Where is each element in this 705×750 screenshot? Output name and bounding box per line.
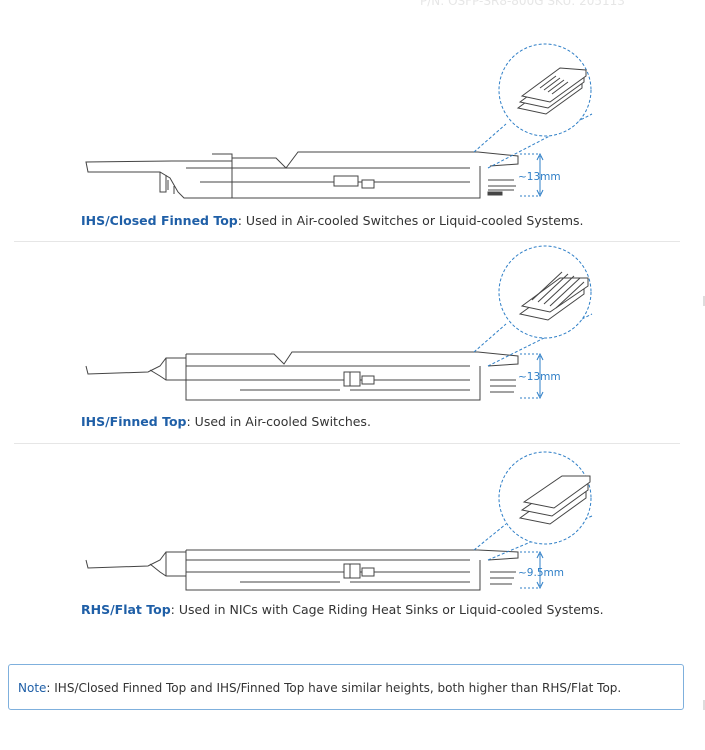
caption-text: : Used in Air-cooled Switches or Liquid-…: [237, 213, 584, 228]
caption-term: IHS/Closed Finned Top: [81, 213, 238, 228]
note-text: : IHS/Closed Finned Top and IHS/Finned T…: [46, 681, 622, 695]
finned-top-diagram: ~13mm: [85, 245, 593, 401]
finned-top-section: ~13mm IHS/Finned Top: Used in Air-cooled…: [0, 242, 705, 442]
closed-finned-top-diagram: ~13mm: [85, 43, 593, 199]
edge-mark: [703, 296, 705, 306]
dimension-label: ~13mm: [518, 171, 561, 183]
part-number: P/N: OSFP-SR8-800G SKU: 205113: [420, 0, 625, 8]
dimension-label: ~13mm: [518, 371, 561, 383]
diagram-caption: RHS/Flat Top: Used in NICs with Cage Rid…: [81, 602, 604, 617]
caption-term: IHS/Finned Top: [81, 414, 187, 429]
caption-text: : Used in Air-cooled Switches.: [186, 414, 371, 429]
note-box: Note: IHS/Closed Finned Top and IHS/Finn…: [8, 664, 684, 710]
diagram-caption: IHS/Closed Finned Top: Used in Air-coole…: [81, 213, 584, 228]
zoom-callout: [473, 245, 593, 367]
caption-text: : Used in NICs with Cage Riding Heat Sin…: [170, 602, 604, 617]
section-divider: [14, 443, 680, 444]
zoom-callout: [473, 43, 593, 169]
section-divider: [14, 241, 680, 242]
flat-top-section: ~9.5mm RHS/Flat Top: Used in NICs with C…: [0, 444, 705, 634]
note-label: Note: [18, 681, 47, 695]
edge-mark: [703, 700, 705, 710]
diagram-caption: IHS/Finned Top: Used in Air-cooled Switc…: [81, 414, 371, 429]
caption-term: RHS/Flat Top: [81, 602, 171, 617]
flat-top-diagram: ~9.5mm: [85, 451, 593, 591]
zoom-callout: [473, 451, 593, 561]
closed-finned-top-section: ~13mm IHS/Closed Finned Top: Used in Air…: [0, 40, 705, 240]
dimension-label: ~9.5mm: [518, 567, 564, 579]
